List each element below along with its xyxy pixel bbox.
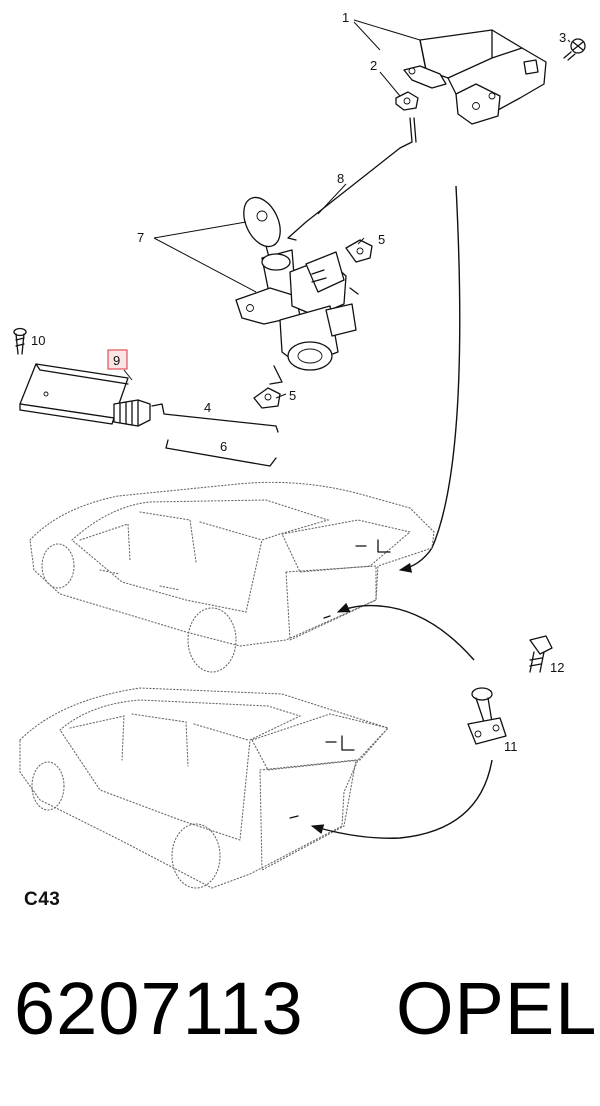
- part-5-clip-lower: [253, 387, 281, 409]
- part-12-bolt: [529, 635, 553, 673]
- part-6-rod: [165, 439, 277, 467]
- callout-9: 9: [113, 353, 120, 368]
- callout-2: 2: [370, 58, 377, 73]
- part-11-striker: [467, 687, 507, 745]
- part-3-bolt: [563, 38, 586, 61]
- part-number: 6207113: [14, 967, 304, 1050]
- part-8-rod: [287, 117, 413, 241]
- part-1-bracket: [419, 29, 547, 125]
- callout-12: 12: [550, 660, 564, 675]
- callout-6: 6: [220, 439, 227, 454]
- callout-11: 11: [504, 739, 518, 754]
- callout-4: 4: [204, 400, 211, 415]
- mpv-car-outline: [19, 687, 390, 889]
- part-4-rod: [151, 403, 279, 433]
- callout-5-upper: 5: [378, 232, 385, 247]
- callout-10: 10: [31, 333, 45, 348]
- leader-lines: [123, 19, 571, 399]
- part-10-screw: [13, 327, 27, 355]
- exploded-parts-diagram: 1 2 3 4 5 5 6 7 8 9 10 11 12: [13, 10, 586, 889]
- callout-3: 3: [559, 30, 566, 45]
- callout-9-highlight: [107, 349, 128, 370]
- part-7-lock-cylinder: [235, 196, 359, 385]
- part-2-clip: [395, 65, 447, 111]
- callout-1: 1: [342, 10, 349, 25]
- callout-5-lower: 5: [289, 388, 296, 403]
- callout-7: 7: [137, 230, 144, 245]
- figure-code: C43: [24, 889, 61, 910]
- part-5-clip-upper: [345, 239, 373, 263]
- estate-car-outline: [29, 481, 435, 673]
- part-9-actuator: [19, 363, 151, 427]
- brand-name: OPEL: [396, 967, 598, 1050]
- callout-8: 8: [337, 171, 344, 186]
